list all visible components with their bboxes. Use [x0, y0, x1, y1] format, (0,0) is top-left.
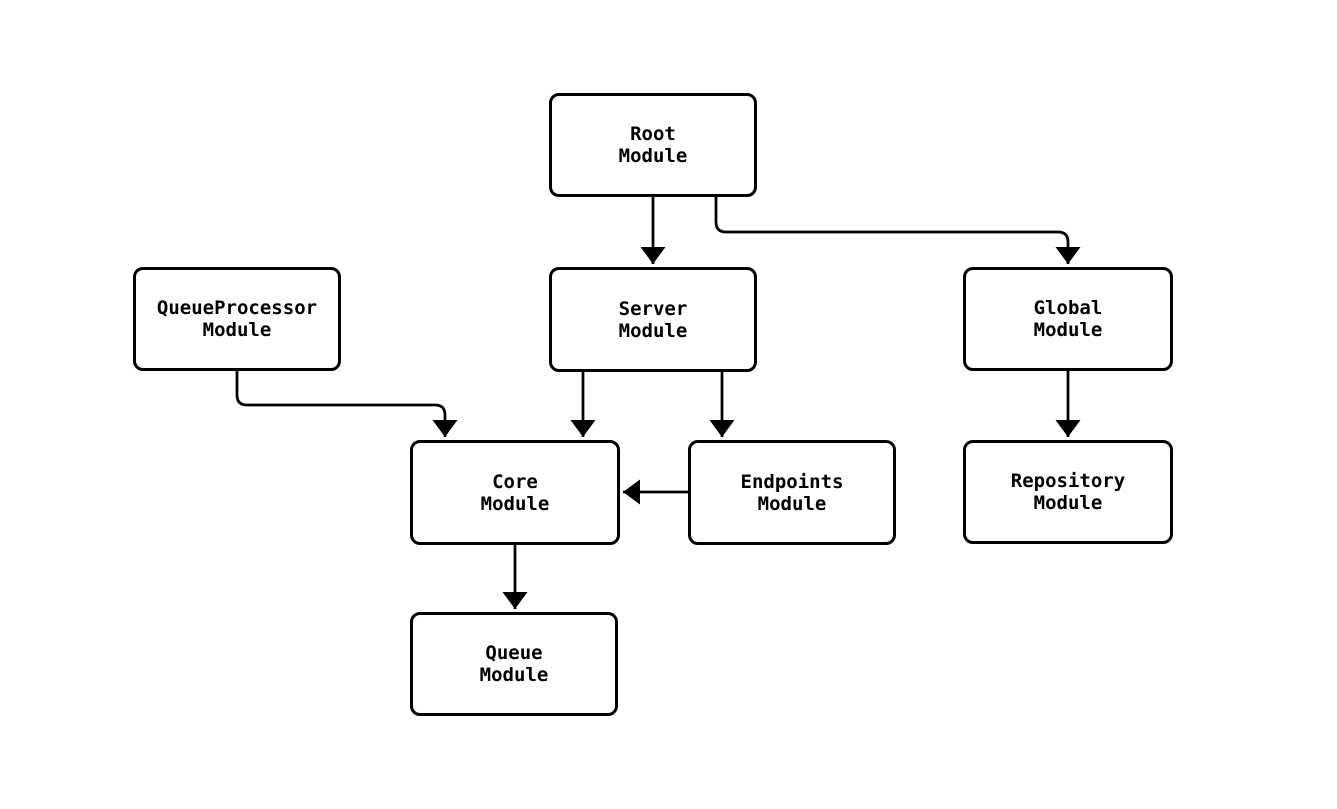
node-core-module: Core Module: [410, 440, 620, 545]
node-label-line2: Module: [757, 492, 827, 515]
node-repository-module: Repository Module: [963, 440, 1173, 544]
node-label-line1: Queue: [485, 642, 543, 664]
edge-queueprocessor-core: [235, 370, 458, 437]
node-label-line2: Module: [202, 319, 272, 341]
node-global-module: Global Module: [963, 267, 1173, 371]
node-label-line2: Module: [618, 145, 688, 167]
node-queue-module: Queue Module: [410, 612, 618, 716]
node-label-line1: Root: [630, 123, 676, 145]
node-label-line1: Core: [492, 470, 538, 493]
node-label-line1: QueueProcessor: [156, 297, 318, 319]
node-server-module: Server Module: [549, 267, 757, 372]
node-endpoints-module: Endpoints Module: [688, 440, 896, 545]
node-queueprocessor-module: QueueProcessor Module: [133, 267, 341, 371]
node-label-line2: Module: [1033, 492, 1103, 514]
node-label-line2: Module: [1033, 319, 1103, 341]
node-root-module: Root Module: [549, 93, 757, 197]
node-label-line2: Module: [480, 492, 550, 515]
node-label-line2: Module: [618, 319, 688, 342]
node-label-line1: Global: [1033, 297, 1103, 319]
node-label-line1: Repository: [1010, 470, 1126, 492]
edge-root-global: [714, 197, 1081, 264]
node-label-line1: Endpoints: [740, 470, 844, 493]
node-label-line1: Server: [618, 297, 688, 320]
node-label-line2: Module: [479, 664, 549, 686]
